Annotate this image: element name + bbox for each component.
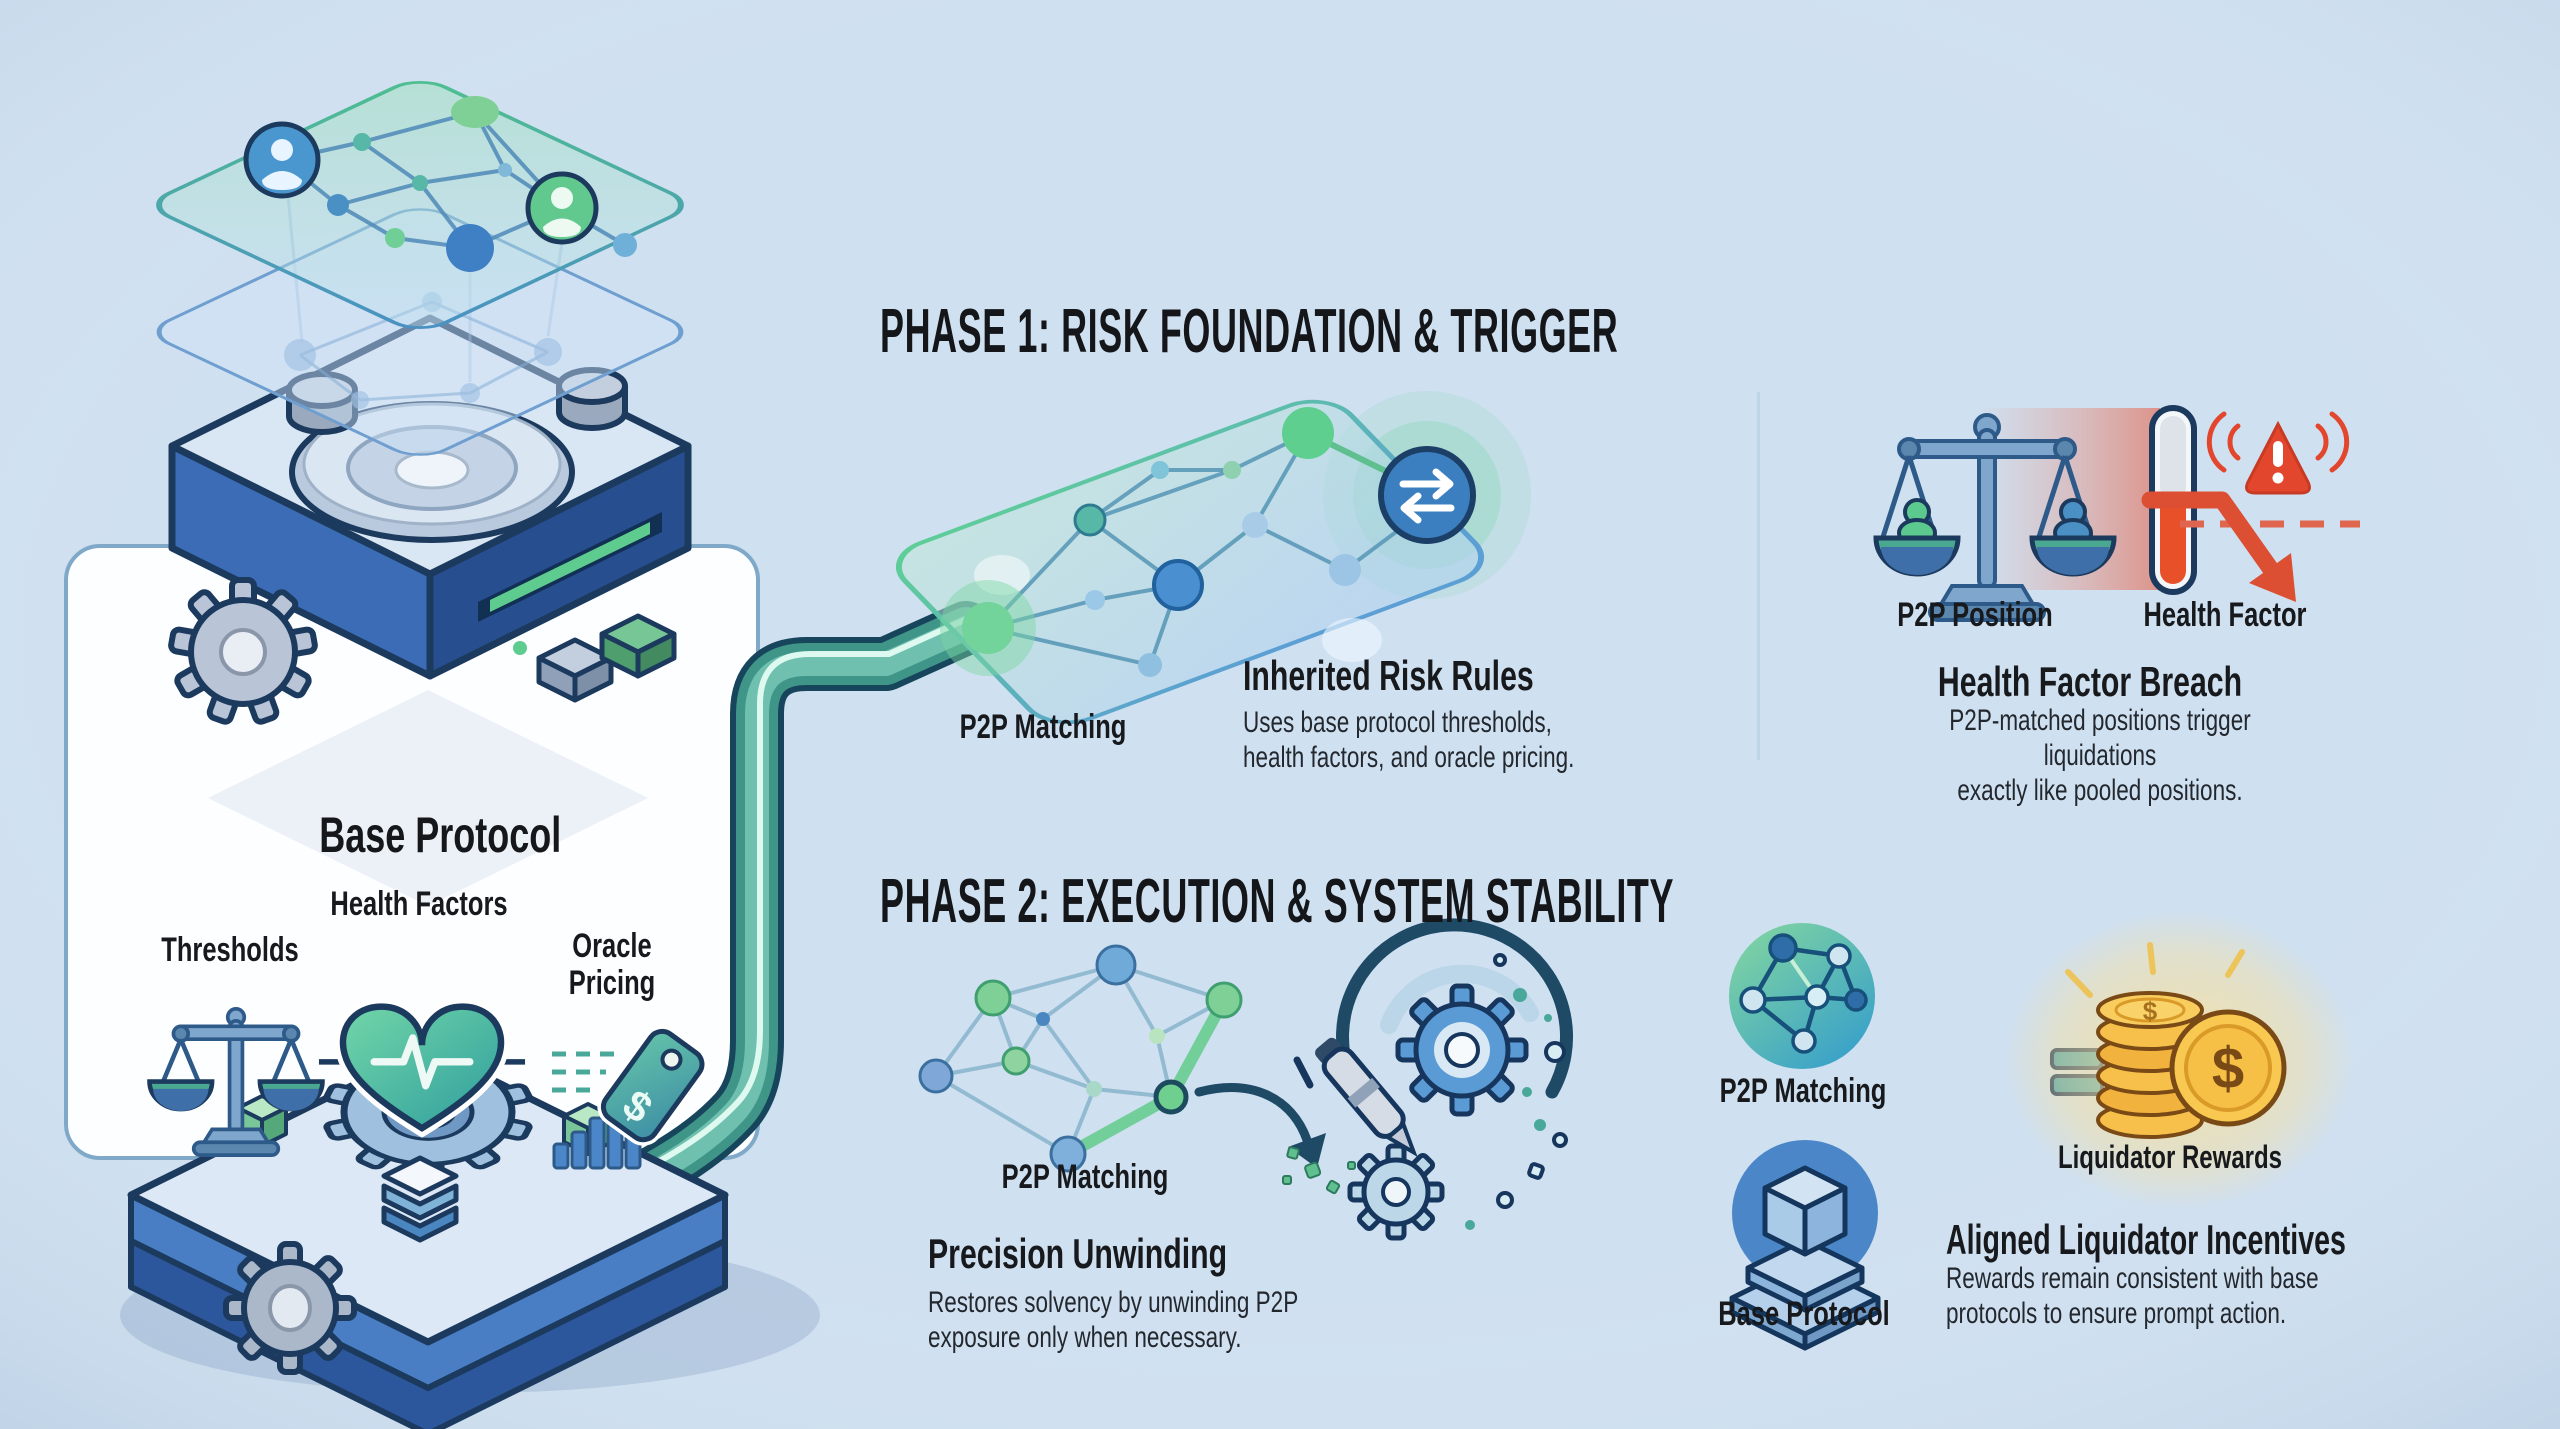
base-protocol-badge [1729,1140,1881,1351]
thresholds-label: Thresholds [161,931,299,969]
health-breach-title: Health Factor Breach [1937,658,2243,705]
health-factor-label: Health Factor [2143,596,2307,634]
precision-unwinding-title: Precision Unwinding [928,1230,1228,1277]
protocol-machine-illustration [168,314,692,703]
aligned-incentives-body: Rewards remain consistent with base prot… [1946,1262,2319,1330]
declining-arrow-icon [2141,491,2296,602]
debris-particles [1282,953,1568,1230]
p2p-matching-badge [1729,923,1875,1069]
inherited-risk-title: Inherited Risk Rules [1243,652,1534,699]
lower-gear-icon [1347,1143,1445,1241]
precision-unwinding-illustration [918,918,1573,1241]
unwind-arrow-icon [1194,1083,1326,1168]
stack-dollar-glyph: $ [2143,996,2158,1026]
upper-gear-icon [1395,983,1529,1117]
health-breach-body: P2P-matched positions trigger liquidatio… [1949,704,2251,807]
health-breach-illustration [1873,405,2360,622]
phase1-heading: PHASE 1: RISK FOUNDATION & TRIGGER [880,297,1619,366]
network-node-icons [327,96,637,272]
platform-side-gear-icon [223,1241,357,1375]
phase1-p2p-matching-label: P2P Matching [959,708,1127,746]
aligned-incentives-title: Aligned Liquidator Incentives [1946,1216,2346,1263]
section-divider [1757,392,1760,760]
protocol-pipe [609,601,993,1209]
user-avatar-icon-blue [243,121,321,199]
coin-dollar-glyph: $ [2212,1036,2244,1101]
network-layers-illustration [156,80,684,456]
liquidator-rewards-icon: $ $ [2005,910,2355,1210]
machine-gear-icon [168,577,318,725]
machine-cylinder-left [286,371,358,435]
scales-icon [147,1006,325,1157]
user-avatar-icon-green [525,171,599,245]
layer-stack-icon [381,1155,459,1243]
warning-alert-icon [2206,411,2350,495]
oracle-pricing-label: Oracle Pricing [568,927,656,1002]
machine-cylinder-right [556,367,628,431]
base-protocol-panel-title: Base Protocol [319,807,562,863]
health-factors-label: Health Factors [330,885,508,923]
phase2-heading: PHASE 2: EXECUTION & SYSTEM STABILITY [880,867,1675,936]
price-tag-chart-icon: $ [552,1025,708,1170]
dollar-coin-icon: $ [2169,1009,2287,1127]
precision-unwinding-body: Restores solvency by unwinding P2P expos… [928,1286,1299,1354]
p2p-position-label: P2P Position [1897,596,2053,634]
machine-connector-blocks [536,613,677,703]
phase2-p2p-matching-label: P2P Matching [1001,1158,1169,1196]
liquidator-rewards-label: Liquidator Rewards [2057,1139,2283,1175]
base-badge-label: Base Protocol [1718,1295,1890,1333]
p2p-network-layer-illustration [895,391,1531,725]
balance-scale-icon [1873,413,2117,622]
heart-pulse-icon [318,998,526,1138]
precision-tool-icon [1315,1037,1418,1158]
p2p-badge-label: P2P Matching [1719,1072,1887,1110]
swap-icon [1378,446,1476,544]
inherited-risk-body: Uses base protocol thresholds, health fa… [1243,706,1575,774]
